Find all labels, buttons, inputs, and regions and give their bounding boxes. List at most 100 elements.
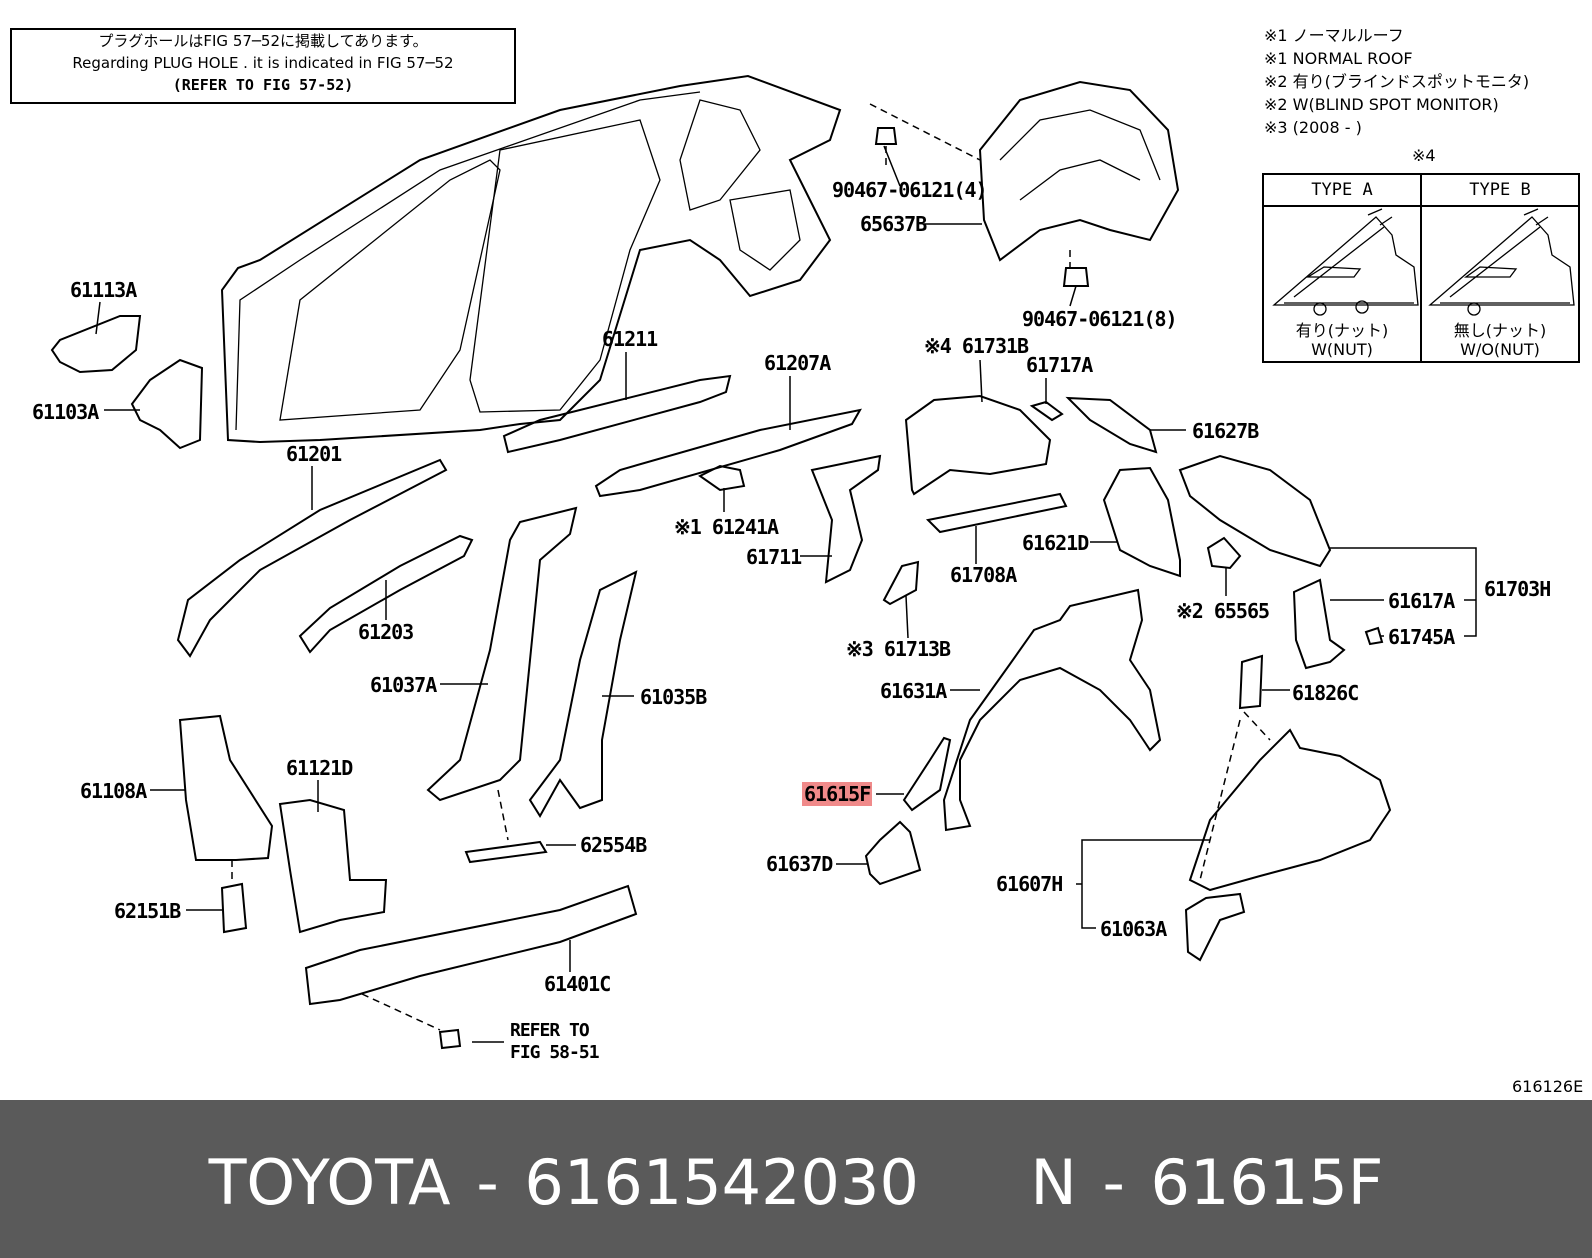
plug-hole-note-ref: (REFER TO FIG 57-52) xyxy=(172,76,354,94)
notes-block: ※1 ノーマルルーフ ※1 NORMAL ROOF ※2 有り(ブラインドスポッ… xyxy=(1264,24,1529,139)
type-b-drawing xyxy=(1428,208,1575,316)
note-1-en: ※1 NORMAL ROOF xyxy=(1264,49,1413,68)
dashed-guides xyxy=(231,103,1271,1031)
part-61745A xyxy=(1364,626,1384,646)
part-61627B xyxy=(1065,396,1158,454)
part-61621D xyxy=(1102,466,1181,578)
part-61717A xyxy=(1029,400,1064,422)
part-61708A xyxy=(925,492,1068,534)
bolt-icon xyxy=(438,1028,462,1050)
part-62554B xyxy=(464,840,548,864)
label-61207A: 61207A xyxy=(764,351,831,375)
part-61615F xyxy=(902,736,952,812)
note-2-jp: ※2 有り(ブラインドスポットモニタ) xyxy=(1264,72,1530,91)
plug-hole-note-en: Regarding PLUG HOLE . it is indicated in… xyxy=(72,54,454,72)
label-61108A: 61108A xyxy=(80,779,147,803)
part-61201-roof-rail xyxy=(176,458,448,658)
part-61617A xyxy=(1292,578,1346,670)
label-90467-06121-4: 90467-06121(4) xyxy=(832,178,988,202)
type-b-footer-jp: 無し(ナット) xyxy=(1453,321,1547,340)
label-61631A: 61631A xyxy=(880,679,947,703)
label-61615F-highlight: 61615F xyxy=(802,782,873,806)
part-61711 xyxy=(810,454,882,584)
footer-part-number: 6161542030 xyxy=(524,1146,919,1219)
part-61207A xyxy=(594,408,862,498)
type-a-header: TYPE A xyxy=(1264,175,1420,207)
label-61201: 61201 xyxy=(286,442,342,466)
part-61113A xyxy=(50,315,142,374)
part-61103A xyxy=(130,358,204,450)
parts-diagram: プラグホールはFIG 57─52に掲載してあります。 Regarding PLU… xyxy=(10,24,1584,1096)
plug-hole-note-jp: プラグホールはFIG 57─52に掲載してあります。 xyxy=(98,32,428,50)
type-b-footer-en: W/O(NUT) xyxy=(1460,340,1540,359)
part-61037A xyxy=(426,506,578,802)
plug-hole-note: プラグホールはFIG 57─52に掲載してあります。 Regarding PLU… xyxy=(10,28,516,104)
note-1-jp: ※1 ノーマルルーフ xyxy=(1264,26,1404,45)
part-61637D xyxy=(864,820,922,886)
footer-part-line: TOYOTA - 6161542030 N - 61615F xyxy=(0,1148,1592,1218)
footer-prefix: N xyxy=(1030,1146,1077,1219)
label-61617A: 61617A xyxy=(1388,589,1455,613)
part-61203 xyxy=(298,534,474,654)
parts-line-art xyxy=(50,74,1477,1050)
label-61035B: 61035B xyxy=(640,685,707,709)
label-61627B: 61627B xyxy=(1192,419,1259,443)
label-61711: 61711 xyxy=(746,545,802,569)
type-a-cell: TYPE A 有り(ナット) W(NUT) xyxy=(1264,175,1422,361)
note-3: ※3 (2008 - ) xyxy=(1264,118,1362,137)
label-61607H: 61607H xyxy=(996,872,1063,896)
type-table: TYPE A 有り(ナット) W(NUT) TYPE B 無し(ナット) xyxy=(1262,173,1580,363)
figure-code: 616126E xyxy=(1512,1077,1584,1096)
label-61708A: 61708A xyxy=(950,563,1017,587)
footer-part-code: 61615F xyxy=(1150,1146,1384,1219)
part-61703H xyxy=(1178,454,1332,568)
label-61703H: 61703H xyxy=(1484,577,1551,601)
label-61203: 61203 xyxy=(358,620,414,644)
label-90467-06121-8: 90467-06121(8) xyxy=(1022,307,1178,331)
grommet-90467-8 xyxy=(1062,267,1090,287)
label-61037A: 61037A xyxy=(370,673,437,697)
label-61103A: 61103A xyxy=(32,400,99,424)
label-61745A: 61745A xyxy=(1388,625,1455,649)
part-65565 xyxy=(1206,536,1242,570)
part-61631A xyxy=(942,588,1162,832)
label-61241A: ※1 61241A xyxy=(674,515,779,539)
label-61063A: 61063A xyxy=(1100,917,1167,941)
part-65637B-wheel-house-liner xyxy=(978,80,1180,262)
part-61121D xyxy=(278,798,388,934)
leader-lines xyxy=(95,145,1477,1043)
part-61401C xyxy=(304,884,638,1006)
part-61713B xyxy=(882,560,920,606)
type-b-header: TYPE B xyxy=(1422,175,1578,207)
label-61211: 61211 xyxy=(602,327,658,351)
label-refer-fig-1: REFER TO xyxy=(510,1020,590,1041)
grommet-90467-4 xyxy=(874,127,898,145)
type-a-drawing xyxy=(1272,208,1419,316)
label-61621D: 61621D xyxy=(1022,531,1089,555)
part-61201-body-side-outer xyxy=(220,74,842,444)
label-61113A: 61113A xyxy=(70,278,137,302)
note-2-en: ※2 W(BLIND SPOT MONITOR) xyxy=(1264,95,1499,114)
label-65565: ※2 65565 xyxy=(1176,599,1270,623)
note-4-label: ※4 xyxy=(1412,146,1436,165)
label-61637D: 61637D xyxy=(766,852,833,876)
label-refer-fig-2: FIG 58-51 xyxy=(510,1042,600,1063)
type-b-footer: 無し(ナット) W/O(NUT) xyxy=(1422,321,1578,359)
footer-sep-1: - xyxy=(476,1146,499,1219)
part-61063A xyxy=(1184,892,1246,962)
type-b-cell: TYPE B 無し(ナット) W/O(NUT) xyxy=(1422,175,1578,361)
part-61731B xyxy=(904,394,1052,496)
type-a-footer-en: W(NUT) xyxy=(1311,340,1373,359)
label-61731B: ※4 61731B xyxy=(924,334,1029,358)
part-61241A xyxy=(698,464,746,492)
label-61826C: 61826C xyxy=(1292,681,1359,705)
label-62554B: 62554B xyxy=(580,833,647,857)
footer-banner: TOYOTA - 6161542030 N - 61615F xyxy=(0,1100,1592,1258)
part-61826C xyxy=(1238,654,1264,710)
part-61211 xyxy=(502,374,732,454)
label-61615F: 61615F xyxy=(802,782,873,806)
label-61401C: 61401C xyxy=(544,972,611,996)
label-62151B: 62151B xyxy=(114,899,181,923)
label-65637B: 65637B xyxy=(860,212,927,236)
footer-sep-2: - xyxy=(1102,1146,1125,1219)
